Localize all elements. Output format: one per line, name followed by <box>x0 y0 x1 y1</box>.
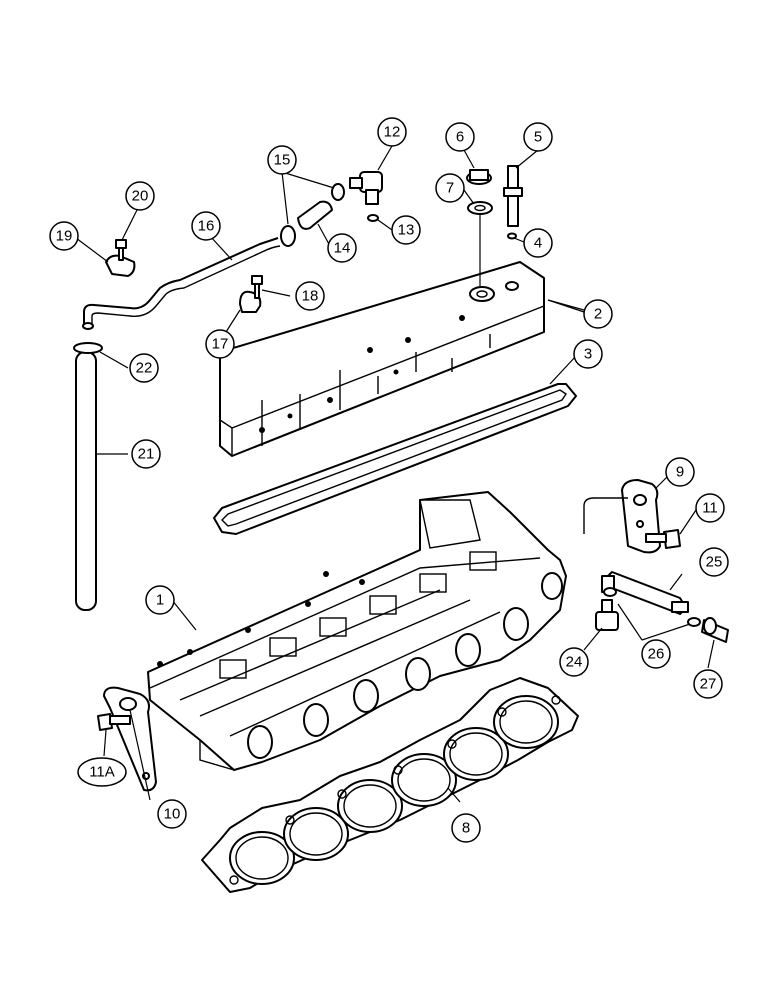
callout-label: 3 <box>584 346 592 363</box>
callout-label: 2 <box>594 306 602 323</box>
callout-label: 12 <box>384 124 401 141</box>
hose-connector <box>297 200 333 230</box>
oil-fill-cap <box>466 169 492 185</box>
callout-11: 11 <box>695 493 725 523</box>
callout-25: 25 <box>699 547 729 577</box>
callout-label: 15 <box>274 152 291 169</box>
washer <box>367 214 379 222</box>
leader-lines <box>75 145 715 803</box>
callout-label: 14 <box>334 240 351 257</box>
callout-19: 19 <box>49 221 79 251</box>
callout-8: 8 <box>451 813 481 843</box>
callout-label: 21 <box>138 446 155 463</box>
breather-hose <box>82 237 281 330</box>
callout-6: 6 <box>445 122 475 152</box>
cylinder-head <box>147 491 567 771</box>
callout-label: 11 <box>702 500 718 517</box>
callout-label: 16 <box>198 218 215 235</box>
hose-clamp <box>280 183 345 247</box>
cover-gasket <box>213 383 577 535</box>
callout-label: 20 <box>132 188 149 205</box>
callout-label: 22 <box>136 360 153 377</box>
callout-label: 6 <box>456 129 464 146</box>
cap-gasket <box>467 201 493 215</box>
callout-label: 25 <box>706 554 723 571</box>
callout-2: 2 <box>583 299 613 329</box>
o-ring <box>73 342 103 354</box>
callout-label: 26 <box>648 646 665 663</box>
clip-bolt <box>251 275 263 299</box>
stud <box>503 165 523 227</box>
bracket-bolt-rear <box>645 529 681 549</box>
callout-label: 8 <box>462 820 470 837</box>
sealing-washer <box>603 587 701 627</box>
callout-24: 24 <box>559 647 589 677</box>
callout-label: 27 <box>700 676 717 693</box>
callout-4: 4 <box>523 228 553 258</box>
breather-valve <box>349 171 383 205</box>
callout-17: 17 <box>205 329 235 359</box>
callout-label: 7 <box>446 180 454 197</box>
callout-5: 5 <box>523 122 553 152</box>
callout-13: 13 <box>391 215 421 245</box>
callout-15: 15 <box>267 145 297 175</box>
callout-label: 4 <box>534 235 542 252</box>
callout-3: 3 <box>573 339 603 369</box>
tube <box>75 351 97 611</box>
callout-1: 1 <box>145 585 175 615</box>
callout-label: 17 <box>212 336 229 353</box>
callout-9: 9 <box>665 457 695 487</box>
callout-10: 10 <box>157 799 187 829</box>
head-gasket <box>201 677 579 893</box>
callout-22: 22 <box>129 353 159 383</box>
clamp-bolt <box>115 239 127 261</box>
callout-7: 7 <box>435 173 465 203</box>
callout-26: 26 <box>641 639 671 669</box>
valve-cover <box>219 261 545 457</box>
callout-11a: 11A <box>77 757 127 787</box>
callout-27: 27 <box>693 669 723 699</box>
callout-18: 18 <box>295 281 325 311</box>
lifting-bracket-front <box>103 686 157 792</box>
callout-label: 11A <box>89 764 115 781</box>
callout-label: 1 <box>156 592 164 609</box>
callout-12: 12 <box>377 117 407 147</box>
callout-label: 18 <box>302 288 319 305</box>
callout-label: 19 <box>56 228 73 245</box>
callout-14: 14 <box>327 233 357 263</box>
fitting-elbow <box>595 599 619 631</box>
callout-20: 20 <box>125 181 155 211</box>
clamp <box>105 254 136 277</box>
callout-16: 16 <box>191 211 221 241</box>
callout-label: 24 <box>566 654 583 671</box>
callout-label: 9 <box>676 464 684 481</box>
bracket-bolt-front <box>97 713 131 731</box>
callout-label: 5 <box>534 129 542 146</box>
connector-fitting <box>701 617 729 643</box>
seal <box>507 232 517 240</box>
callout-21: 21 <box>131 439 161 469</box>
callout-label: 10 <box>164 806 181 823</box>
callout-label: 13 <box>398 222 415 239</box>
